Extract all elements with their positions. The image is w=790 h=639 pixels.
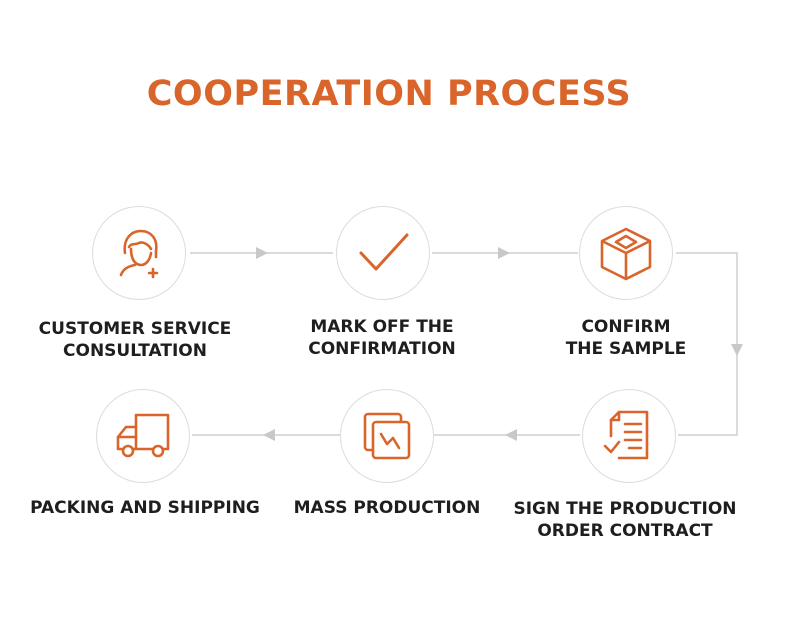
step-label: MASS PRODUCTION <box>293 498 481 518</box>
truck-icon <box>116 413 170 458</box>
step-node-sign-contract <box>582 389 676 483</box>
step-node-customer-service <box>92 206 186 300</box>
box-icon <box>600 227 652 281</box>
step-label: PACKING AND SHIPPING <box>30 498 260 518</box>
page-title: COOPERATION PROCESS <box>146 74 632 114</box>
step-node-mass-production <box>340 389 434 483</box>
arrow-right-icon <box>256 247 268 259</box>
step-node-mark-off <box>336 206 430 300</box>
contract-icon <box>603 410 649 460</box>
step-node-packing-shipping <box>96 389 190 483</box>
customer-service-icon <box>119 229 159 279</box>
production-chart-icon <box>363 412 411 460</box>
checkmark-icon <box>359 233 409 271</box>
arrow-down-icon <box>731 344 743 356</box>
step-node-confirm-sample <box>579 206 673 300</box>
arrow-left-icon <box>505 429 517 441</box>
arrow-right-icon <box>498 247 510 259</box>
arrow-left-icon <box>263 429 275 441</box>
